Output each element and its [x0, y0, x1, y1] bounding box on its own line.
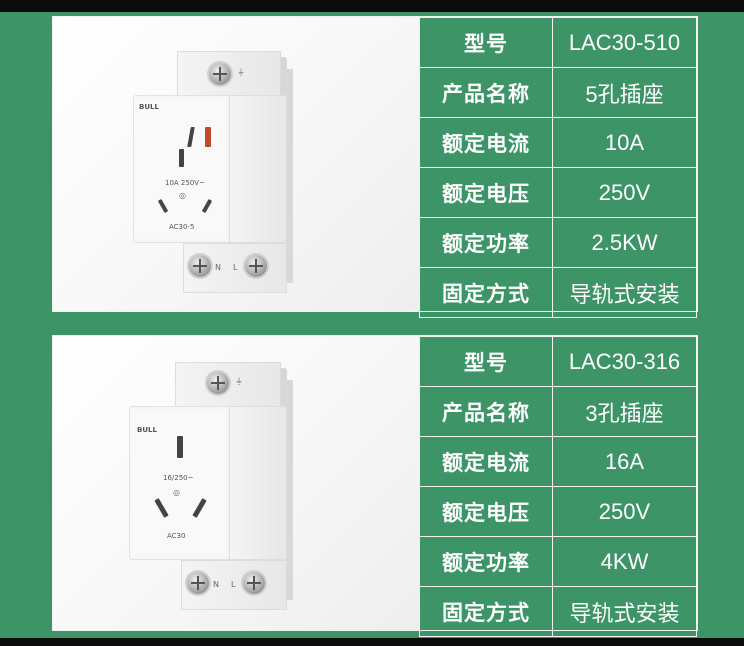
- top-screw-icon: [207, 372, 229, 394]
- spec-label: 产品名称: [419, 67, 553, 118]
- product-photo-3-hole-socket: ⏚ BULL 16/250~ ◎ AC30 N L: [53, 336, 419, 630]
- spec-value: 4KW: [552, 536, 697, 587]
- bottom-border-strip: [0, 638, 744, 646]
- spec-value: 2.5KW: [552, 217, 697, 268]
- socket-hole-icon: [205, 127, 211, 147]
- socket-model-text: AC30: [167, 532, 186, 540]
- terminal-label-l: L: [231, 580, 236, 589]
- spec-value: 5孔插座: [552, 67, 697, 118]
- spec-label: 额定电流: [419, 117, 553, 168]
- table-row: 固定方式导轨式安装: [419, 586, 697, 637]
- spec-value: 250V: [552, 167, 697, 218]
- spec-value: 导轨式安装: [552, 267, 697, 318]
- spec-label: 固定方式: [419, 267, 553, 318]
- terminal-label-n: N: [215, 263, 221, 272]
- spec-label: 额定电流: [419, 436, 553, 487]
- brand-logo: BULL: [137, 426, 157, 434]
- spec-label: 固定方式: [419, 586, 553, 637]
- certification-mark-icon: ◎: [179, 191, 186, 200]
- spec-label: 额定功率: [419, 217, 553, 268]
- neutral-screw-icon: [189, 255, 211, 277]
- spec-value: 3孔插座: [552, 386, 697, 437]
- socket-face-plate: [133, 95, 233, 243]
- spec-value: LAC30-316: [552, 336, 697, 387]
- socket-rating-text: 10A 250V~: [165, 179, 205, 187]
- spec-label: 产品名称: [419, 386, 553, 437]
- spec-label: 额定功率: [419, 536, 553, 587]
- live-screw-icon: [245, 255, 267, 277]
- spec-label: 型号: [419, 17, 553, 68]
- spec-label: 额定电压: [419, 167, 553, 218]
- ground-symbol-icon: ⏚: [237, 68, 245, 77]
- terminal-label-n: N: [213, 580, 219, 589]
- ground-symbol-icon: ⏚: [235, 377, 243, 386]
- certification-mark-icon: ◎: [173, 488, 180, 497]
- top-screw-icon: [209, 63, 231, 85]
- table-row: 固定方式导轨式安装: [419, 267, 697, 318]
- socket-rating-text: 16/250~: [163, 474, 194, 482]
- spec-label: 额定电压: [419, 486, 553, 537]
- spec-value: LAC30-510: [552, 17, 697, 68]
- product-photo-5-hole-socket: ⏚ BULL 10A 250V~ ◎ AC30-5 N L: [53, 17, 419, 311]
- spec-value: 导轨式安装: [552, 586, 697, 637]
- din-rail-socket-device: ⏚ BULL 16/250~ ◎ AC30 N L: [129, 360, 343, 616]
- spec-value: 10A: [552, 117, 697, 168]
- brand-logo: BULL: [139, 103, 159, 111]
- socket-hole-icon: [177, 436, 183, 458]
- spec-value: 16A: [552, 436, 697, 487]
- din-rail-socket-device: ⏚ BULL 10A 250V~ ◎ AC30-5 N L: [133, 49, 343, 299]
- top-border-strip: [0, 0, 744, 12]
- spec-value: 250V: [552, 486, 697, 537]
- spec-label: 型号: [419, 336, 553, 387]
- live-screw-icon: [243, 572, 265, 594]
- socket-model-text: AC30-5: [169, 223, 195, 231]
- terminal-label-l: L: [233, 263, 238, 272]
- socket-hole-icon: [179, 149, 184, 167]
- neutral-screw-icon: [187, 572, 209, 594]
